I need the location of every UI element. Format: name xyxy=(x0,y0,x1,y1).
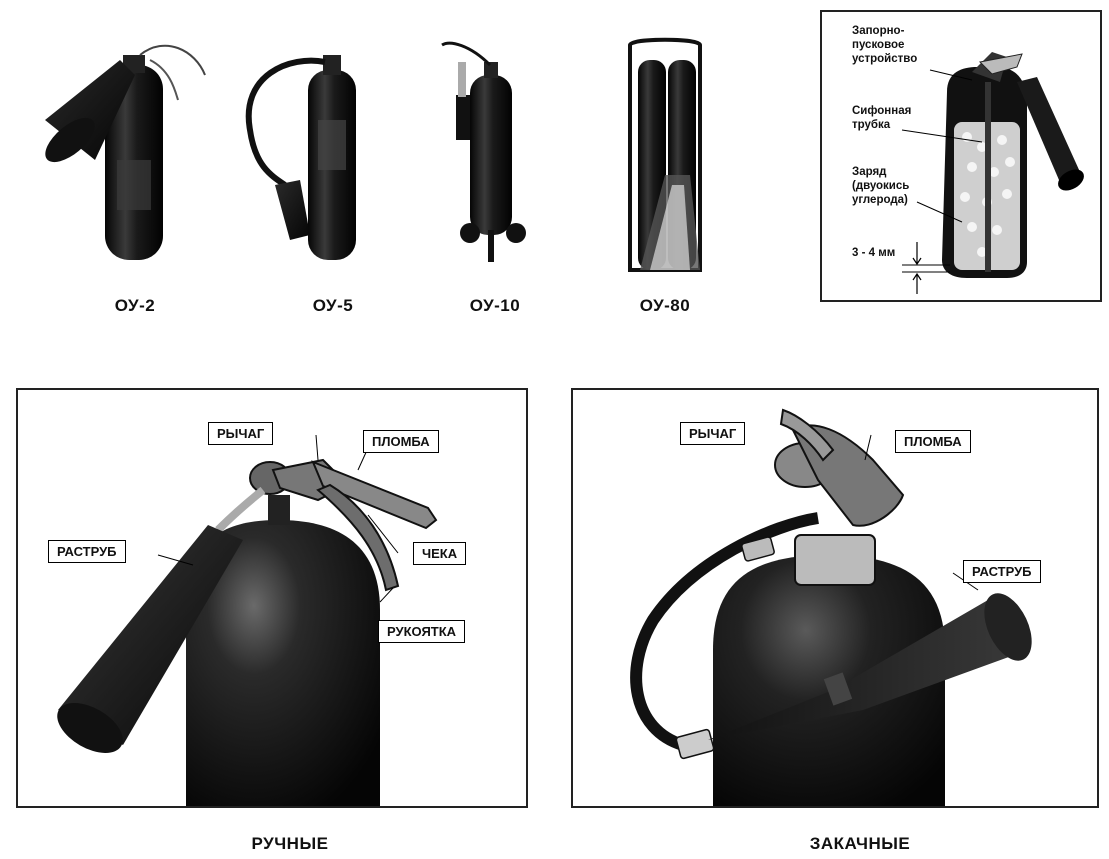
pumped-extinguisher-illustration xyxy=(630,408,1032,806)
manual-caption: РУЧНЫЕ xyxy=(251,834,329,853)
manual-seal-label: ПЛОМБА xyxy=(363,430,439,453)
pumped-extinguisher-panel: РЫЧАГ ПЛОМБА РАСТРУБ xyxy=(571,388,1099,808)
extinguisher-ou10 xyxy=(441,41,526,262)
shutoff-label-line2: пусковое xyxy=(852,39,905,51)
charge-label-line1: Заряд xyxy=(852,166,887,178)
shutoff-label-line3: устройство xyxy=(852,53,918,65)
gap-size-label: 3 - 4 мм xyxy=(852,247,896,259)
charge-label-line3: углерода) xyxy=(852,194,908,206)
pumped-lever-label: РЫЧАГ xyxy=(680,422,746,445)
siphon-label-line2: трубка xyxy=(852,119,891,131)
shutoff-label-line1: Запорно- xyxy=(852,25,905,37)
extinguisher-ou2 xyxy=(45,44,206,260)
manual-handle-label: РУКОЯТКА xyxy=(378,620,466,643)
charge-label: Заряд (двуокись углерода) xyxy=(852,165,909,207)
manual-extinguisher-illustration xyxy=(57,434,438,806)
cutaway-illustration xyxy=(901,52,1084,294)
pumped-horn-label: РАСТРУБ xyxy=(963,560,1041,583)
model-label-ou5: ОУ-5 xyxy=(312,296,354,315)
manual-extinguisher-panel: РЫЧАГ ПЛОМБА ЧЕКА РУКОЯТКА РАСТРУБ xyxy=(16,388,528,808)
extinguisher-ou5 xyxy=(245,55,356,260)
siphon-tube-label: Сифонная трубка xyxy=(852,104,911,132)
manual-lever-label: РЫЧАГ xyxy=(208,422,274,445)
manual-horn-label: РАСТРУБ xyxy=(48,540,126,563)
model-label-ou80: ОУ-80 xyxy=(639,296,691,315)
cutaway-diagram-panel: Запорно- пусковое устройство Сифонная тр… xyxy=(820,10,1102,302)
model-label-ou10: ОУ-10 xyxy=(469,296,521,315)
manual-pin-label: ЧЕКА xyxy=(413,542,467,565)
charge-label-line2: (двуокись xyxy=(852,180,910,192)
pumped-caption: ЗАКАЧНЫЕ xyxy=(809,834,911,853)
siphon-label-line1: Сифонная xyxy=(852,105,912,117)
shutoff-device-label: Запорно- пусковое устройство xyxy=(852,24,917,66)
model-label-ou2: ОУ-2 xyxy=(114,296,156,315)
pumped-seal-label: ПЛОМБА xyxy=(895,430,971,453)
extinguisher-ou80 xyxy=(628,37,702,272)
models-illustration xyxy=(45,37,702,272)
